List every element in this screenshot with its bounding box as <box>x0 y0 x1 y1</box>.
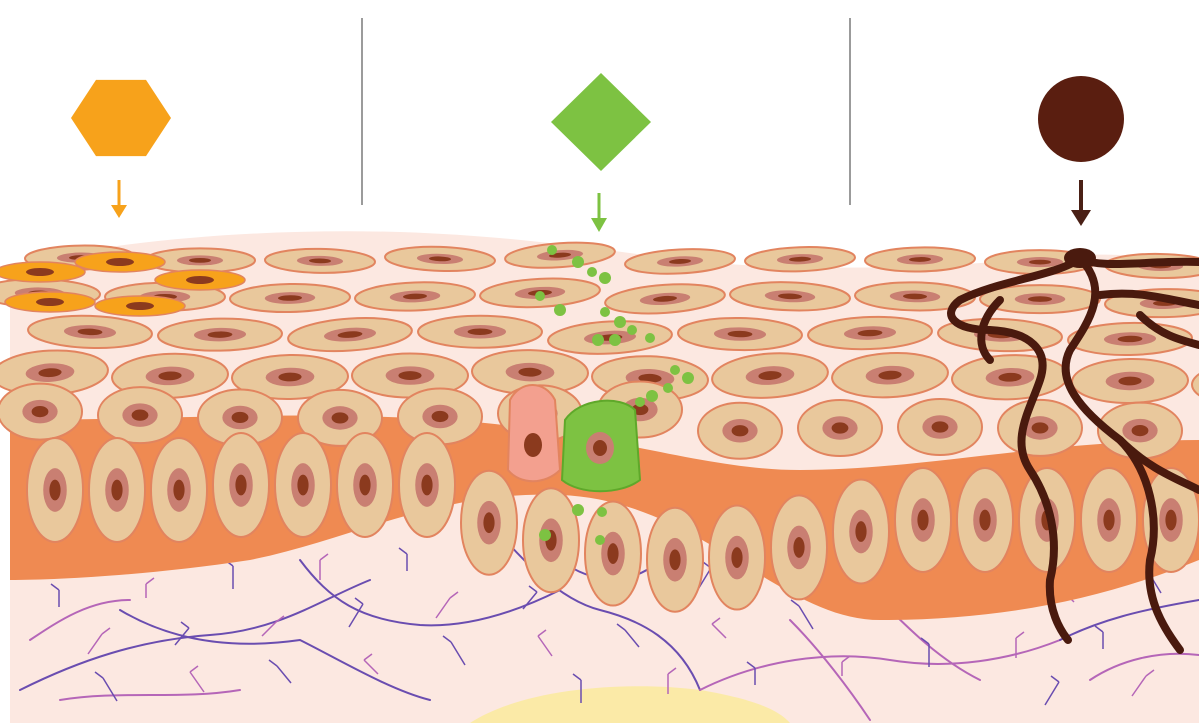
nucleus <box>483 512 494 533</box>
keratinocyte-spinous <box>98 387 182 443</box>
nucleus <box>359 475 370 496</box>
keratinocyte-basal <box>647 508 703 612</box>
nucleus <box>111 480 122 501</box>
keratinocyte-basal <box>27 438 83 542</box>
keratinocyte-spinous <box>398 388 482 444</box>
allergen-particle <box>600 307 610 317</box>
allergen-particle <box>597 507 607 517</box>
keratinocyte-basal <box>1081 468 1137 572</box>
keratinocyte-basal <box>895 468 951 572</box>
allergen-particle <box>587 267 597 277</box>
keratinocyte-spinous <box>698 403 782 459</box>
keratinocyte-spinous <box>0 384 82 440</box>
nucleus <box>297 475 308 496</box>
nucleus <box>979 510 990 531</box>
nucleus <box>173 480 184 501</box>
allergen-particle <box>572 256 584 268</box>
nucleus <box>932 421 949 432</box>
allergen-particle <box>595 535 605 545</box>
allergen-particle <box>627 325 637 335</box>
nucleus <box>917 510 928 531</box>
activated-nucleus <box>593 440 607 456</box>
allergen-particle <box>535 291 545 301</box>
nucleus <box>49 480 60 501</box>
allergen-particle <box>592 334 604 346</box>
keratinocyte-basal <box>833 480 889 584</box>
nucleus <box>1103 510 1114 531</box>
nucleus <box>432 411 449 422</box>
allergen-particle <box>609 334 621 346</box>
nucleus <box>332 412 349 423</box>
keratinocyte-flat <box>418 316 542 348</box>
irritant-cell-nucleus <box>126 302 154 310</box>
keratinocyte-basal <box>771 495 827 599</box>
nucleus <box>607 543 618 564</box>
nucleus <box>793 537 804 558</box>
keratinocyte-basal <box>275 433 331 537</box>
allergen-particle <box>645 333 655 343</box>
keratinocyte-basal <box>89 438 145 542</box>
allergen-particle <box>547 245 557 255</box>
fungal-spore <box>1064 248 1096 268</box>
nucleus <box>832 422 849 433</box>
keratinocyte-basal <box>709 506 765 610</box>
allergen-particle <box>646 390 658 402</box>
allergen-particle <box>599 272 611 284</box>
nucleus <box>1132 425 1149 436</box>
keratinocyte-spinous <box>898 399 982 455</box>
keratinocyte-basal <box>337 433 393 537</box>
nucleus <box>855 521 866 542</box>
keratinocyte-spinous <box>798 400 882 456</box>
allergen-particle <box>572 504 584 516</box>
nucleus <box>1165 510 1176 531</box>
allergen-particle <box>663 383 673 393</box>
nucleus <box>132 410 149 421</box>
allergen-particle <box>682 372 694 384</box>
keratinocyte-basal <box>213 433 269 537</box>
circle-icon <box>1038 76 1124 162</box>
langerhans-nucleus <box>524 433 542 457</box>
keratinocyte-basal <box>523 488 579 592</box>
nucleus <box>468 329 493 335</box>
nucleus <box>32 406 49 417</box>
nucleus <box>421 475 432 496</box>
nucleus <box>1028 296 1052 302</box>
irritant-cell-nucleus <box>26 268 54 276</box>
nucleus <box>731 547 742 568</box>
nucleus <box>732 425 749 436</box>
nucleus <box>1032 422 1049 433</box>
allergen-particle <box>670 365 680 375</box>
allergen-particle <box>554 304 566 316</box>
nucleus <box>235 475 246 496</box>
keratinocyte-basal <box>151 438 207 542</box>
irritant-cell-nucleus <box>36 298 64 306</box>
irritant-cell-nucleus <box>106 258 134 266</box>
keratinocyte-basal <box>957 468 1013 572</box>
keratinocyte-basal <box>585 502 641 606</box>
keratinocyte-basal <box>461 471 517 575</box>
irritant-cell-nucleus <box>186 276 214 284</box>
nucleus <box>189 258 211 263</box>
allergen-particle <box>614 316 626 328</box>
nucleus <box>232 412 249 423</box>
nucleus <box>398 371 421 380</box>
nucleus <box>669 549 680 570</box>
allergen-particle <box>539 529 551 541</box>
keratinocyte-spinous <box>998 400 1082 456</box>
keratinocyte-basal <box>399 433 455 537</box>
allergen-particle <box>635 397 645 407</box>
nucleus <box>1029 260 1051 265</box>
